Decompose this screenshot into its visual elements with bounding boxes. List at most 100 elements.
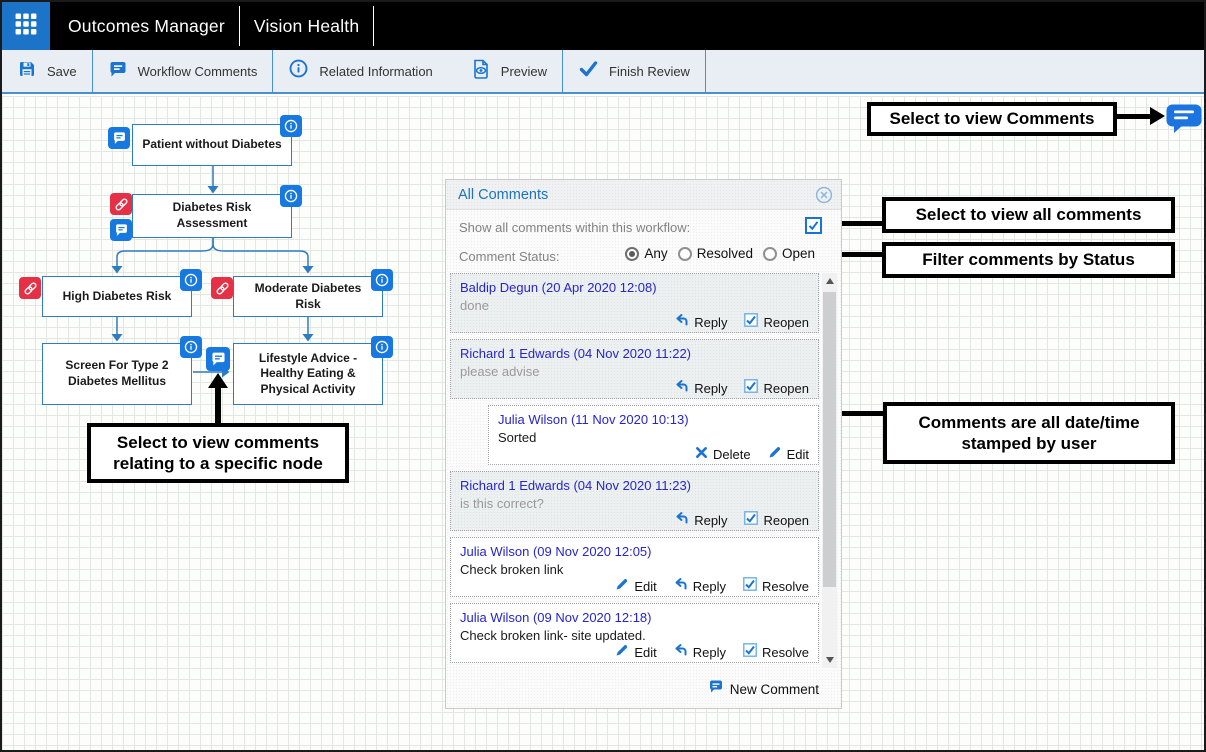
edit-button[interactable]: Edit <box>615 577 657 596</box>
node-moderate-diabetes-risk[interactable]: Moderate Diabetes Risk <box>211 269 393 317</box>
comment-author-timestamp[interactable]: Richard 1 Edwards (04 Nov 2020 11:22) <box>460 346 691 361</box>
edit-button[interactable]: Edit <box>615 643 657 662</box>
action-label: Resolve <box>762 579 809 594</box>
node-link-badge[interactable] <box>19 277 41 299</box>
reply-button[interactable]: Reply <box>674 643 726 662</box>
preview-button[interactable]: Preview <box>456 50 562 92</box>
scroll-down-button[interactable] <box>822 652 837 668</box>
toolbar: Save Workflow Comments Related Informati… <box>2 50 1204 94</box>
node-label: Patient without Diabetes <box>142 137 282 152</box>
view-comments-icon[interactable] <box>1165 103 1203 139</box>
chevron-down-icon <box>825 657 834 663</box>
comment-card: Julia Wilson (09 Nov 2020 12:05) Check b… <box>450 537 819 597</box>
reopen-button[interactable]: Reopen <box>744 511 809 530</box>
related-information-button[interactable]: Related Information <box>273 50 447 92</box>
comment-body: Check broken link- site updated. <box>460 628 646 643</box>
comment-author-timestamp[interactable]: Baldip Degun (20 Apr 2020 12:08) <box>460 280 657 295</box>
radio-button <box>625 246 640 261</box>
node-diabetes-risk-assessment[interactable]: Diabetes Risk Assessment <box>110 185 302 241</box>
edit-icon <box>768 445 782 464</box>
comment-author-timestamp[interactable]: Julia Wilson (11 Nov 2020 10:13) <box>498 412 689 427</box>
close-icon[interactable] <box>815 186 833 209</box>
reopen-button[interactable]: Reopen <box>744 379 809 398</box>
check-icon <box>578 59 599 84</box>
node-lifestyle-advice[interactable]: Lifestyle Advice - Healthy Eating & Phys… <box>233 336 393 405</box>
checkbox-icon <box>743 643 757 662</box>
comment-card: Richard 1 Edwards (04 Nov 2020 11:23) is… <box>450 471 819 531</box>
node-info-badge[interactable] <box>180 269 202 291</box>
comment-actions: Edit Reply Resolve <box>460 643 809 662</box>
show-all-checkbox[interactable] <box>805 217 822 234</box>
reply-button[interactable]: Reply <box>675 511 727 530</box>
callout-text: Select to view Comments <box>889 109 1095 129</box>
callout-filter-by-status: Filter comments by Status <box>882 242 1175 278</box>
reply-button[interactable]: Reply <box>675 379 727 398</box>
node-info-badge[interactable] <box>371 269 393 291</box>
node-info-badge[interactable] <box>371 336 393 358</box>
comment-card: Richard 1 Edwards (04 Nov 2020 11:22) pl… <box>450 339 819 399</box>
header-divider <box>373 6 375 46</box>
checkbox-icon <box>744 511 759 530</box>
action-label: Edit <box>634 579 657 594</box>
callout-view-all-comments: Select to view all comments <box>882 197 1175 233</box>
radio-resolved[interactable]: Resolved <box>677 246 753 261</box>
checkbox-icon <box>743 577 757 596</box>
comments-scrollbar[interactable] <box>822 273 837 668</box>
reply-button[interactable]: Reply <box>675 313 727 332</box>
radio-label: Any <box>644 246 668 261</box>
delete-button[interactable]: Delete <box>695 446 751 464</box>
radio-any[interactable]: Any <box>625 246 668 261</box>
radio-label: Resolved <box>696 246 753 261</box>
chevron-up-icon <box>825 278 834 284</box>
edit-button[interactable]: Edit <box>768 445 809 464</box>
radio-button <box>762 246 777 261</box>
info-icon <box>288 58 309 84</box>
save-button[interactable]: Save <box>2 50 92 92</box>
new-comment-button[interactable]: New Comment <box>708 679 819 699</box>
reopen-button[interactable]: Reopen <box>744 313 809 332</box>
header-divider <box>238 6 240 46</box>
comment-body: Check broken link <box>460 562 564 577</box>
node-info-badge[interactable] <box>280 115 302 137</box>
comment-author-timestamp[interactable]: Richard 1 Edwards (04 Nov 2020 11:23) <box>460 478 691 493</box>
scroll-up-button[interactable] <box>822 273 837 289</box>
node-info-badge[interactable] <box>280 185 302 207</box>
checkbox-icon <box>744 313 759 332</box>
radio-button <box>677 246 692 261</box>
resolve-button[interactable]: Resolve <box>743 577 809 596</box>
comment-actions: Delete Edit <box>498 445 809 464</box>
action-label: Delete <box>713 447 751 462</box>
reply-icon <box>675 511 689 530</box>
comment-actions: Reply Reopen <box>460 379 809 398</box>
resolve-button[interactable]: Resolve <box>743 643 809 662</box>
node-high-diabetes-risk[interactable]: High Diabetes Risk <box>19 269 202 317</box>
comment-status-label: Comment Status: <box>459 249 560 264</box>
node-info-badge[interactable] <box>180 336 202 358</box>
node-comment-badge[interactable] <box>108 127 130 149</box>
comment-author-timestamp[interactable]: Julia Wilson (09 Nov 2020 12:18) <box>460 610 652 625</box>
action-label: Edit <box>634 645 657 660</box>
node-comment-badge[interactable] <box>206 347 230 371</box>
scrollbar-thumb[interactable] <box>823 292 836 587</box>
reply-button[interactable]: Reply <box>674 577 726 596</box>
node-link-badge[interactable] <box>211 277 233 299</box>
app-launcher-button[interactable] <box>2 2 50 50</box>
node-comment-badge[interactable] <box>110 219 132 241</box>
workflow-comments-button[interactable]: Workflow Comments <box>93 50 273 92</box>
radio-open[interactable]: Open <box>762 246 815 261</box>
node-label: High Diabetes Risk <box>62 288 172 303</box>
arrow-line <box>215 387 221 423</box>
arrow-line <box>1117 114 1151 119</box>
callout-text: Comments are all date/time stamped by us… <box>918 412 1140 453</box>
comment-body: Sorted <box>498 430 537 445</box>
node-patient-without-diabetes[interactable]: Patient without Diabetes <box>108 115 302 166</box>
comment-card-reply: Julia Wilson (11 Nov 2020 10:13) Sorted … <box>488 405 819 465</box>
node-link-badge[interactable] <box>110 193 132 215</box>
action-label: Reply <box>692 645 727 660</box>
finish-review-button[interactable]: Finish Review <box>563 50 705 92</box>
comment-author-timestamp[interactable]: Julia Wilson (09 Nov 2020 12:05) <box>460 544 652 559</box>
comment-card: Baldip Degun (20 Apr 2020 12:08) done Re… <box>450 273 819 333</box>
comment-actions: Edit Reply Resolve <box>460 577 809 596</box>
node-screen-type2-diabetes[interactable]: Screen For Type 2 Diabetes Mellitus <box>42 336 202 405</box>
